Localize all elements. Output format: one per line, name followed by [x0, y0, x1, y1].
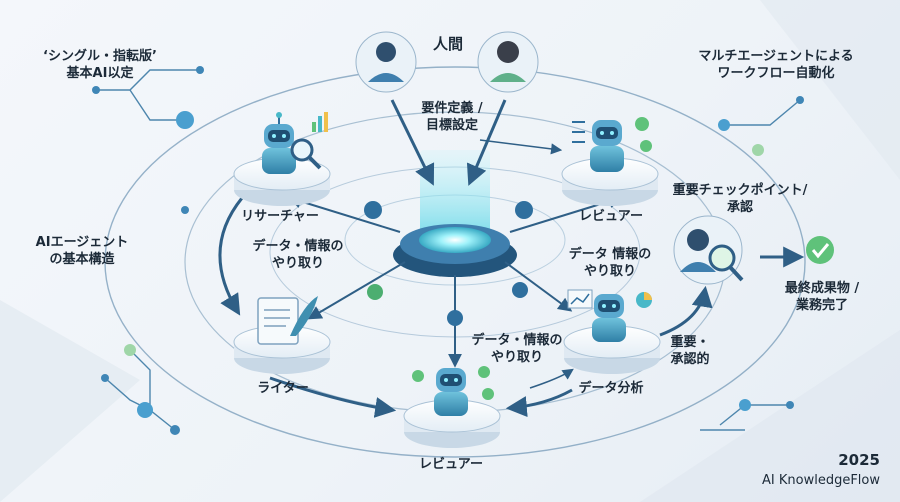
circuit-node: [739, 399, 751, 411]
circuit-node: [124, 344, 136, 356]
check-icon: [640, 140, 652, 152]
circuit-node: [181, 206, 189, 214]
final-deliverable-label: 最終成果物 / 業務完了: [772, 280, 872, 314]
multi-agent-line2: ワークフロー自動化: [717, 66, 835, 81]
important-line2: 承認的: [670, 352, 710, 367]
connector-node: [364, 201, 382, 219]
multi-agent-line1: マルチエージェントによる: [698, 49, 854, 64]
check-icon: [478, 366, 490, 378]
data-exchange-bottom-line2: やり取り: [490, 350, 543, 365]
robot-icon-researcher: [262, 112, 296, 174]
data-exchange-bottom-label: データ・情報の やり取り: [462, 332, 572, 366]
single-version-line2: 基本AI以定: [66, 66, 134, 81]
important-approval-label: 重要・ 承認的: [650, 334, 730, 368]
final-line2: 業務完了: [795, 298, 848, 313]
circuit-node: [718, 119, 730, 131]
robot-icon-reviewer-bottom: [434, 368, 468, 416]
requirements-label: 要件定義 / 目標設定: [404, 100, 500, 134]
background-shape: [760, 0, 900, 180]
circuit-node: [170, 425, 180, 435]
checklist-icon: [572, 121, 585, 143]
requirements-line2: 目標設定: [425, 118, 478, 133]
connector-node: [515, 201, 533, 219]
checkpoint-line1: 重要チェックポイント/: [672, 183, 808, 198]
central-core-glow: [419, 227, 491, 253]
data-exchange-left-line2: やり取り: [271, 256, 324, 271]
data-exchange-left-line1: データ・情報の: [252, 239, 344, 254]
bar-chart-icon: [312, 112, 328, 132]
core-connections: [287, 194, 623, 368]
human-checkpoint-icon: [673, 215, 744, 285]
robot-icon-data-analysis: [592, 294, 626, 342]
connector-node: [512, 282, 528, 298]
data-exchange-right-label: データ 情報の やり取り: [550, 246, 670, 280]
workflow-arrows: [218, 197, 805, 418]
checkpoint-label: 重要チェックポイント/ 承認: [660, 182, 820, 216]
human-avatar-female: [477, 31, 539, 93]
data-exchange-right-line1: データ 情報の: [568, 247, 652, 262]
final-check-icon: [806, 236, 834, 264]
single-version-line1: ‘シングル・指転版’: [43, 49, 157, 64]
line-chart-icon: [567, 289, 593, 309]
reviewer-top-label: レビュアー: [579, 209, 643, 224]
circuit-node: [796, 96, 804, 104]
document-quill-icon: [257, 296, 318, 345]
researcher-label: リサーチャー: [241, 209, 319, 224]
connector-node: [367, 284, 383, 300]
ai-agent-line1: AIエージェント: [35, 235, 129, 250]
single-version-label: ‘シングル・指転版’ 基本AI以定: [30, 48, 170, 82]
circuit-node: [752, 144, 764, 156]
circuit-node: [92, 86, 100, 94]
background-shape: [640, 330, 900, 502]
footer-year: 2025: [838, 451, 880, 469]
check-icon: [482, 388, 494, 400]
footer-brand: AI KnowledgeFlow: [762, 473, 880, 488]
final-line1: 最終成果物 /: [784, 281, 860, 296]
background-shape: [0, 300, 140, 502]
writer-label: ライター: [257, 381, 309, 396]
human-label: 人間: [432, 35, 463, 53]
checkpoint-line2: 承認: [726, 200, 753, 215]
ai-agent-label: AIエージェント の基本構造: [22, 234, 142, 268]
human-avatar-male: [355, 31, 417, 93]
reviewer-bottom-label: レビュアー: [419, 457, 483, 472]
requirements-line1: 要件定義 /: [421, 101, 483, 116]
circuit-node: [196, 66, 204, 74]
check-icon: [412, 370, 424, 382]
important-line1: 重要・: [670, 335, 710, 350]
circuit-node: [137, 402, 153, 418]
pie-chart-icon: [636, 292, 652, 308]
human-input-arrows: [390, 99, 563, 186]
circuit-node: [786, 401, 794, 409]
circuit-node: [101, 374, 109, 382]
data-exchange-left-label: データ・情報の やり取り: [238, 238, 358, 272]
ai-agent-line2: の基本構造: [49, 252, 115, 267]
robot-icon-reviewer-top: [590, 120, 624, 172]
orbit-ring-outer: [104, 66, 806, 458]
check-icon: [635, 117, 649, 131]
platform-reviewer-top: [561, 157, 659, 206]
data-analysis-label: データ分析: [578, 381, 644, 396]
final-check-mark: [811, 243, 830, 259]
data-exchange-bottom-line1: データ・情報の: [471, 333, 563, 348]
data-exchange-right-line2: やり取り: [583, 264, 636, 279]
circuit-node: [176, 111, 194, 129]
connector-node: [447, 310, 463, 326]
multi-agent-label: マルチエージェントによる ワークフロー自動化: [676, 48, 876, 82]
magnifier-icon: [290, 138, 322, 170]
